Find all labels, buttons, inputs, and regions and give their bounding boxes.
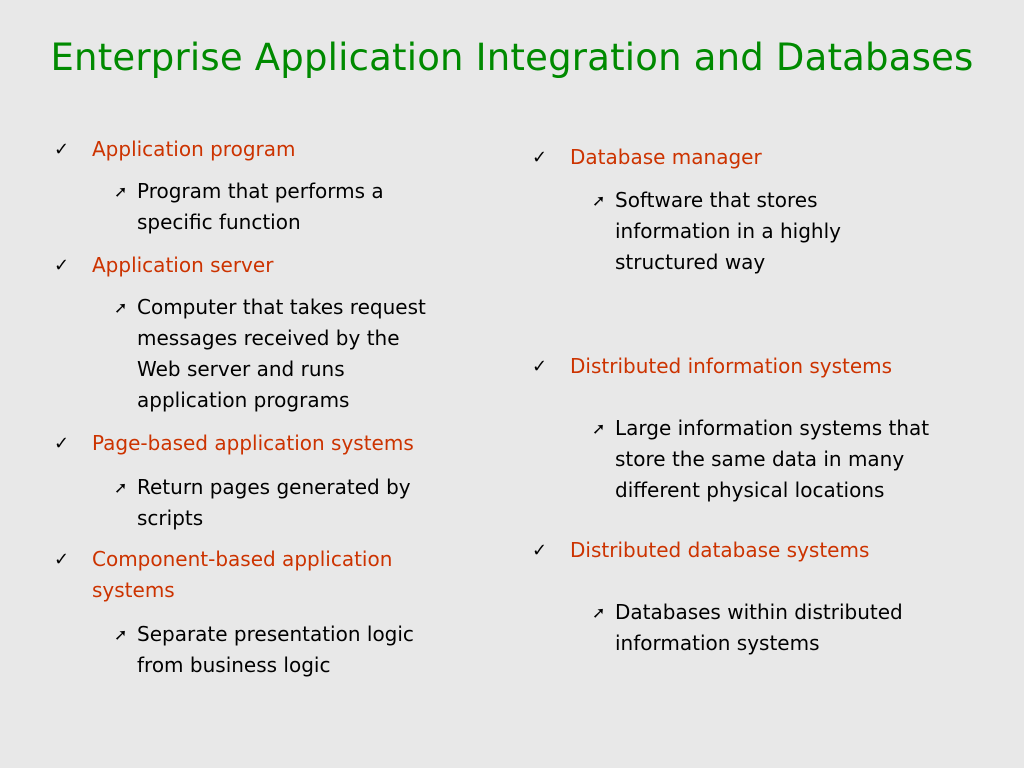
bullet-heading: Page-based application systems [92,428,414,459]
sub-bullet-line: scripts [137,506,204,530]
slide-title: Enterprise Application Integration and D… [50,36,974,79]
arrow-up-right-icon: ➚ [114,478,128,497]
bullet-heading: Application server [92,250,273,281]
arrow-up-right-icon: ➚ [592,603,606,622]
sub-bullet-line: different physical locations [615,478,885,502]
sub-bullet-line: Return pages generated by [137,475,411,499]
sub-bullet-text: Return pages generated by scripts [137,472,411,534]
sub-bullet-line: specific function [137,210,301,234]
arrow-up-right-icon: ➚ [592,419,606,438]
checkmark-icon: ✓ [54,433,70,454]
bullet-heading: Distributed information systems [570,351,892,382]
sub-bullet-line: Software that stores [615,188,818,212]
sub-bullet-line: Computer that takes request [137,295,426,319]
sub-bullet-line: from business logic [137,653,331,677]
sub-bullet-line: Large information systems that [615,416,930,440]
sub-bullet-line: Web server and runs [137,357,345,381]
sub-bullet-line: Program that performs a [137,179,384,203]
checkmark-icon: ✓ [532,356,548,377]
checkmark-icon: ✓ [54,139,70,160]
bullet-heading-line: Database manager [570,145,762,169]
bullet-heading-line: Application program [92,137,296,161]
sub-bullet-line: application programs [137,388,350,412]
bullet-heading: Component-based application systems [92,544,392,606]
bullet-heading-line: Application server [92,253,274,277]
sub-bullet-text: Large information systems that store the… [615,413,929,506]
sub-bullet-text: Program that performs a specific functio… [137,176,384,238]
sub-bullet-line: information in a highly [615,219,841,243]
checkmark-icon: ✓ [532,147,548,168]
checkmark-icon: ✓ [54,255,70,276]
sub-bullet-line: structured way [615,250,766,274]
arrow-up-right-icon: ➚ [114,182,128,201]
sub-bullet-line: information systems [615,631,820,655]
checkmark-icon: ✓ [532,540,548,561]
arrow-up-right-icon: ➚ [592,191,606,210]
bullet-heading-line: Distributed information systems [570,354,893,378]
bullet-heading-line: Component-based application [92,547,393,571]
sub-bullet-text: Separate presentation logic from busines… [137,619,414,681]
bullet-heading-line: systems [92,578,175,602]
sub-bullet-line: Databases within distributed [615,600,903,624]
bullet-heading-line: Page-based application systems [92,431,414,455]
sub-bullet-line: messages received by the [137,326,400,350]
checkmark-icon: ✓ [54,549,70,570]
bullet-heading-line: Distributed database systems [570,538,870,562]
sub-bullet-line: Separate presentation logic [137,622,414,646]
arrow-up-right-icon: ➚ [114,625,128,644]
bullet-heading: Distributed database systems [570,535,869,566]
sub-bullet-text: Software that stores information in a hi… [615,185,841,278]
sub-bullet-text: Databases within distributed information… [615,597,903,659]
bullet-heading: Application program [92,134,295,165]
arrow-up-right-icon: ➚ [114,298,128,317]
sub-bullet-text: Computer that takes request messages rec… [137,292,426,416]
sub-bullet-line: store the same data in many [615,447,905,471]
bullet-heading: Database manager [570,142,762,173]
